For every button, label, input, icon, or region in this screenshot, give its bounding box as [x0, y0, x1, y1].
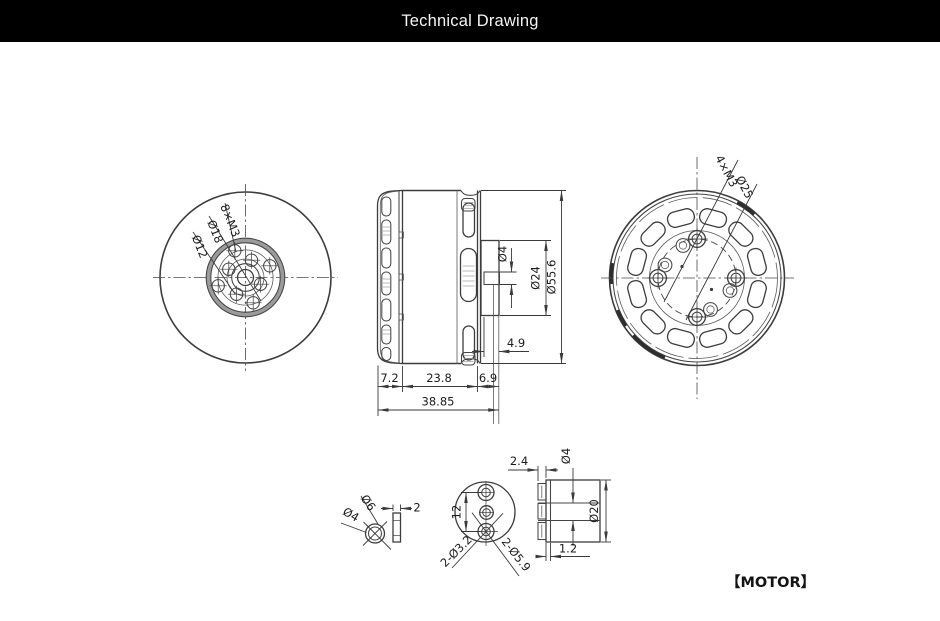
dim-washer-thickness: 2 [413, 501, 420, 515]
dim-total-length: 38.85 [422, 395, 455, 409]
flange-side-detail: 2.4 Ø4 Ø20 1.2 [508, 448, 611, 561]
page-title: Technical Drawing [401, 11, 539, 30]
dim-flange-outer-diameter: Ø20 [587, 499, 601, 523]
front-view: 8×M3 Ø18 Ø12 [153, 184, 338, 371]
dim-back-bolt-circle: Ø25 [733, 173, 756, 200]
dim-front-bolt-circle-inner: Ø12 [189, 233, 211, 260]
dim-front-bolt-circle-outer: Ø18 [204, 218, 226, 245]
flange-detail: 12 2-Ø3.2 2-Ø5.9 [437, 481, 534, 577]
dim-flange-hole-spacing: 12 [450, 505, 464, 520]
dim-flange-shaft-diameter: Ø4 [559, 448, 573, 464]
dim-mount-length: 6.9 [479, 371, 497, 385]
dim-bell-length: 7.2 [380, 371, 398, 385]
side-view: 7.2 23.8 6.9 38.85 4.9 Ø55.6 Ø24 Ø4 [376, 189, 566, 424]
dim-outer-diameter: Ø55.6 [545, 260, 559, 295]
dim-body-length: 23.8 [426, 371, 452, 385]
dim-hub-diameter: Ø24 [529, 266, 543, 290]
dim-flange-tab-width: 2.4 [510, 454, 528, 468]
washer-detail: Ø6 Ø4 2 [340, 492, 421, 550]
dim-washer-outer: Ø6 [358, 492, 379, 513]
dim-flange-plate-thickness: 1.2 [559, 542, 577, 556]
dim-flange-large-holes: 2-Ø5.9 [499, 535, 534, 574]
back-view: 4×M3 Ø25 [601, 153, 794, 399]
header-bar: Technical Drawing [0, 0, 940, 42]
dim-flange-small-holes: 2-Ø3.2 [437, 532, 474, 569]
dim-flange-length: 4.9 [507, 336, 525, 350]
motor-label: 【MOTOR】 [726, 575, 816, 591]
dim-washer-inner: Ø4 [340, 504, 361, 524]
dim-shaft-diameter: Ø4 [496, 246, 510, 262]
